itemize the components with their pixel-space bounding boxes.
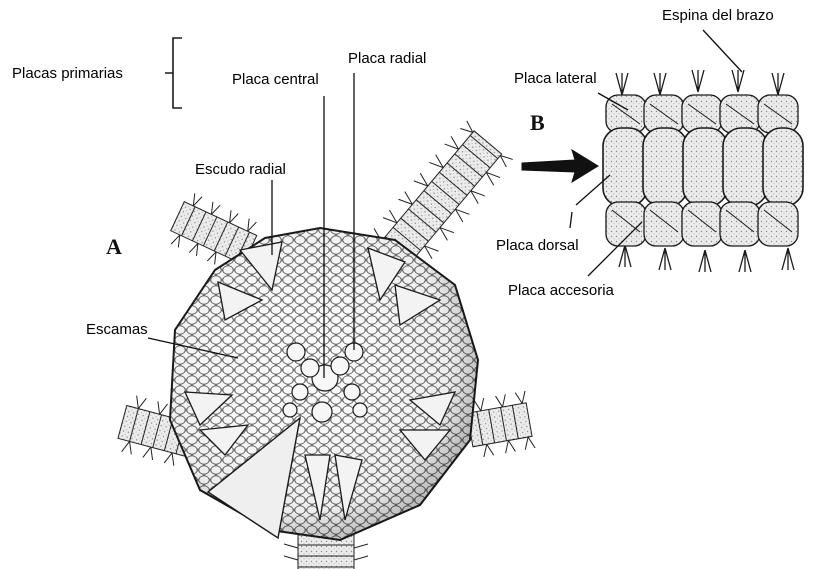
label-placa-central: Placa central — [232, 72, 319, 87]
label-placas-primarias: Placas primarias — [12, 66, 123, 81]
panel-letter-a: A — [106, 236, 122, 258]
arrow-a-to-b — [522, 150, 598, 182]
primary-plates-bracket — [165, 38, 182, 108]
label-placa-accesoria: Placa accesoria — [508, 283, 614, 298]
arm-bottom — [284, 535, 368, 569]
label-escudo-radial: Escudo radial — [195, 162, 286, 177]
arm-lower-right — [465, 391, 535, 459]
label-escamas: Escamas — [86, 322, 148, 337]
arm-segment-detail — [603, 70, 803, 272]
label-placa-dorsal: Placa dorsal — [496, 238, 579, 253]
label-espina-del-brazo: Espina del brazo — [662, 8, 774, 23]
label-placa-radial: Placa radial — [348, 51, 426, 66]
panel-letter-b: B — [530, 112, 545, 134]
label-placa-lateral: Placa lateral — [514, 71, 597, 86]
